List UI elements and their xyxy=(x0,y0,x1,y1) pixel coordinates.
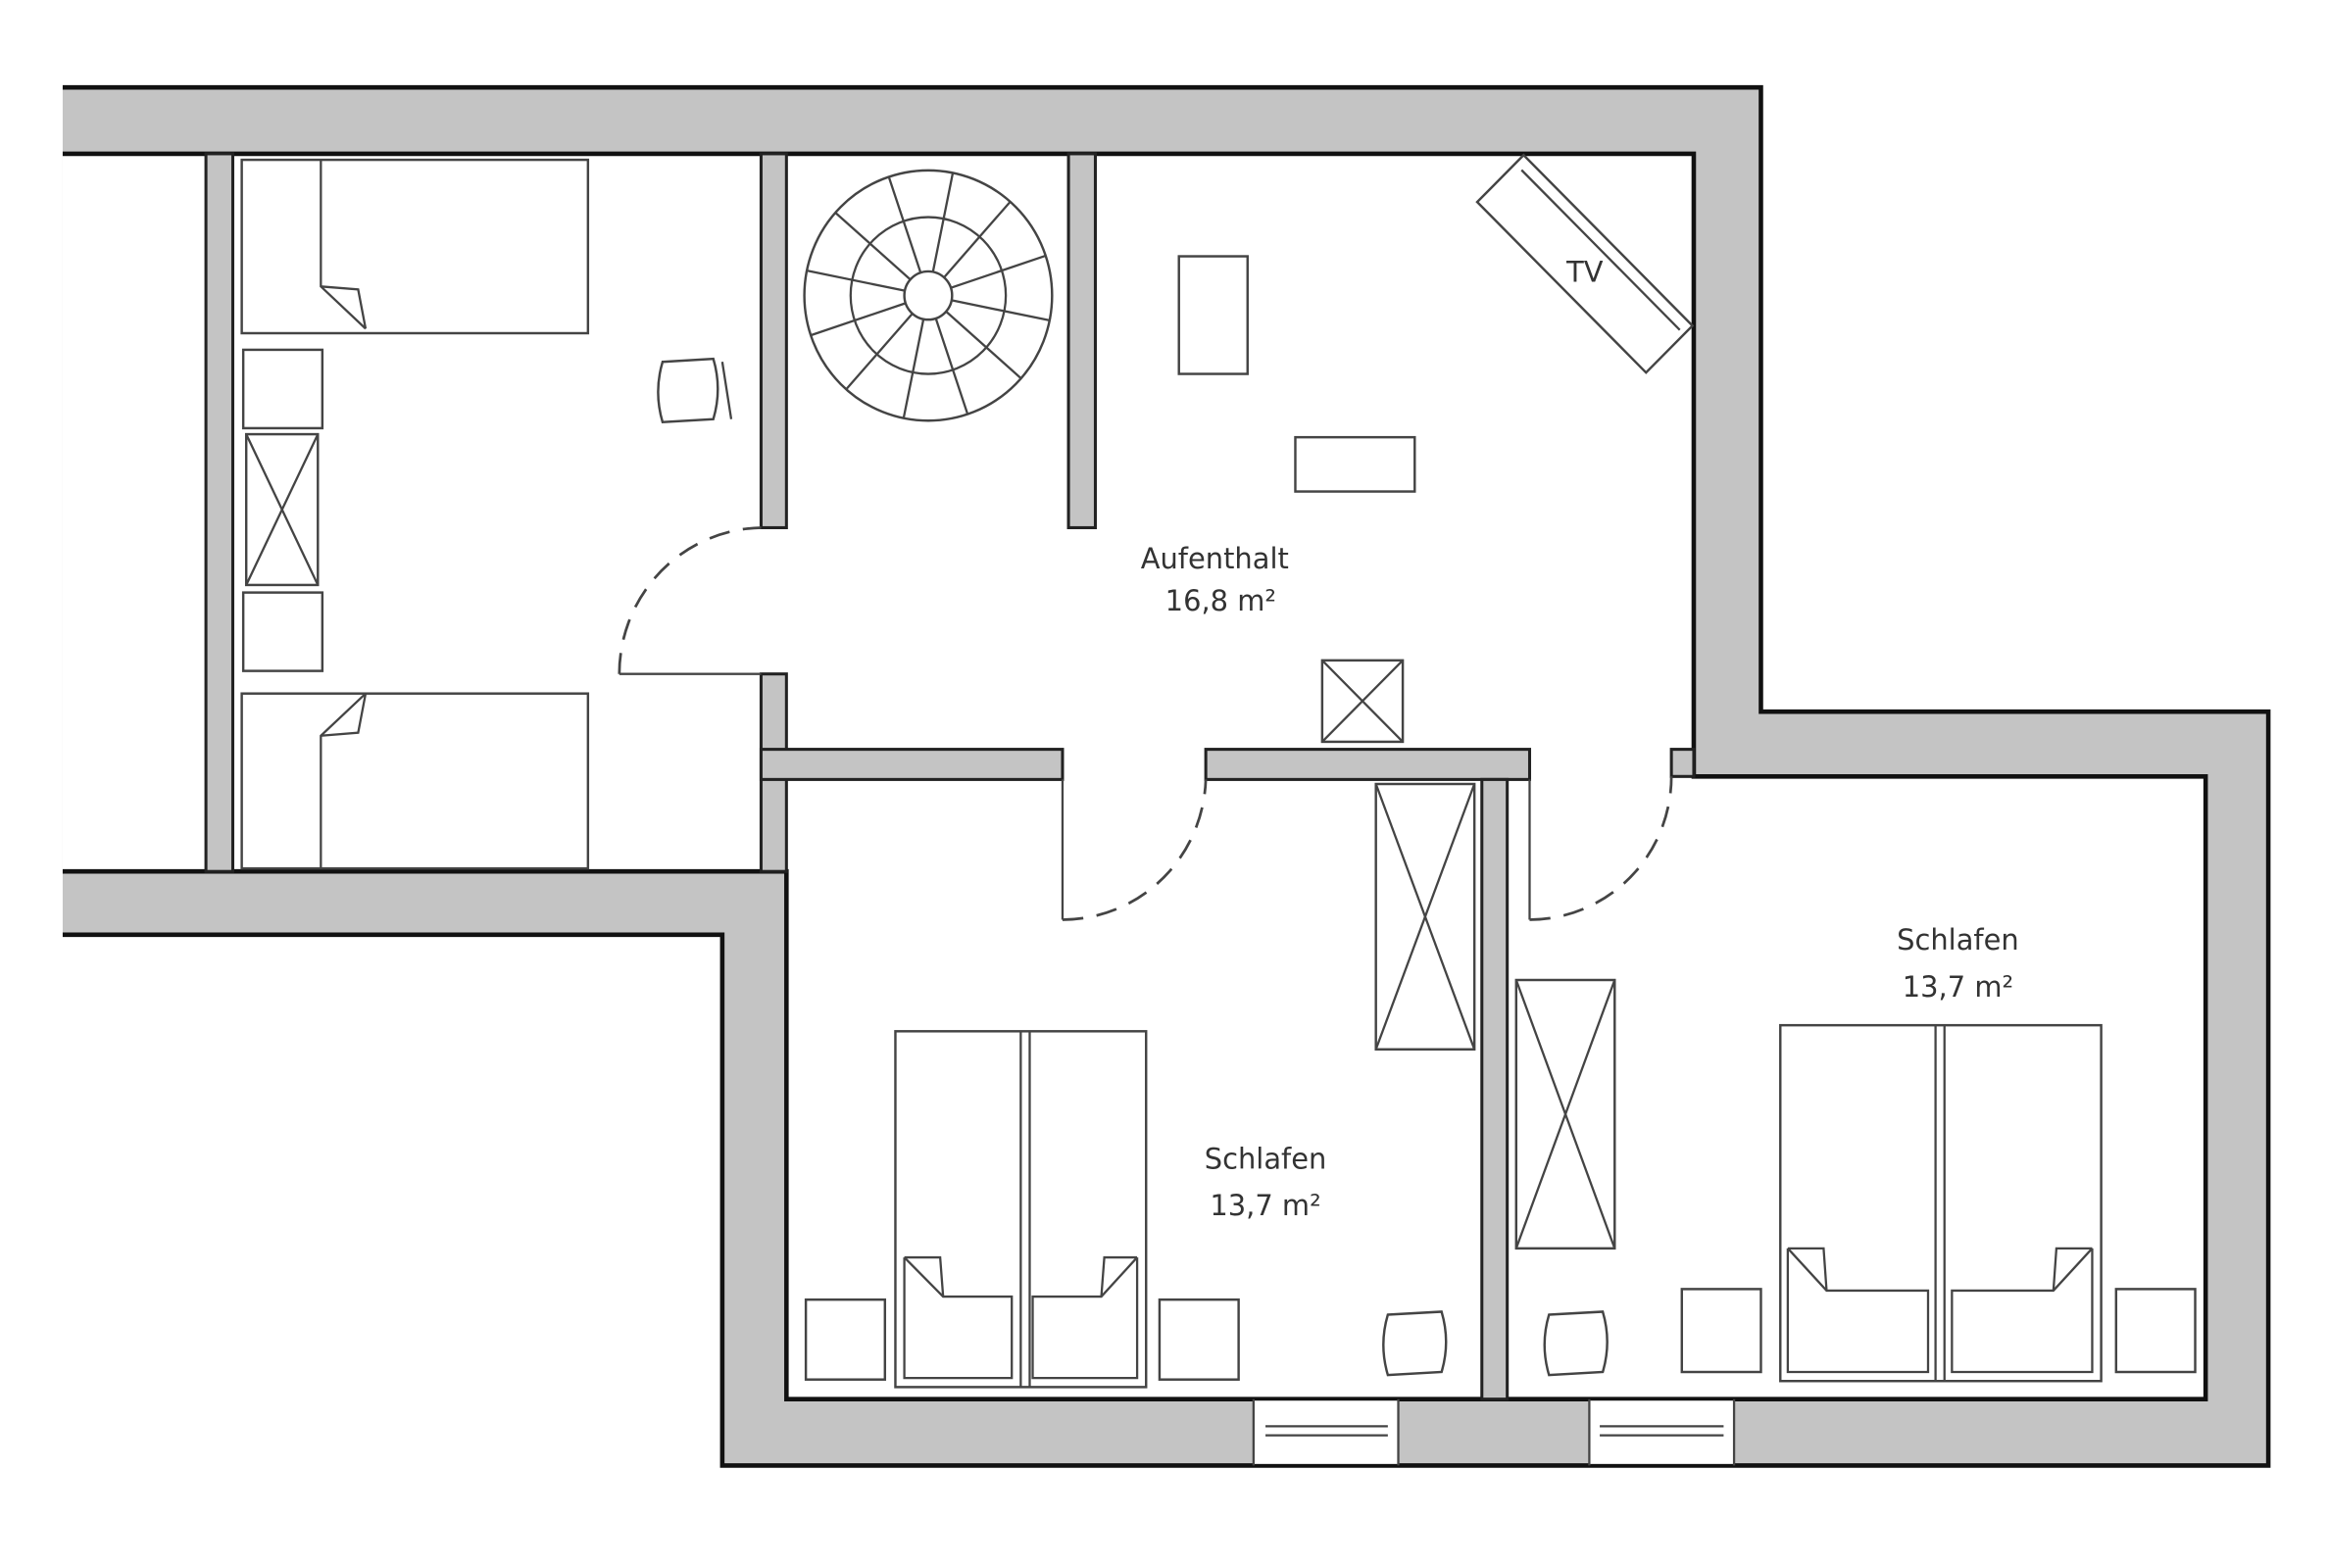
chair xyxy=(657,357,719,424)
window xyxy=(1253,1400,1399,1464)
bed xyxy=(240,158,590,335)
tv-cabinet: TV xyxy=(1475,153,1695,374)
room-label-aufenthalt: Aufenthalt 16,8 m² xyxy=(1141,542,1289,617)
stair-step xyxy=(834,212,912,281)
left-room-furniture xyxy=(240,158,733,870)
windows xyxy=(1252,1398,1736,1466)
stair-step xyxy=(943,201,1012,278)
stair-step xyxy=(810,302,907,337)
coffee-table xyxy=(1294,435,1416,493)
window xyxy=(1589,1400,1735,1464)
stair-step xyxy=(806,270,906,292)
nightstand xyxy=(1158,1298,1240,1381)
stair-step xyxy=(887,176,922,273)
room-name: Schlafen xyxy=(1205,1142,1327,1175)
nightstand xyxy=(1680,1288,1762,1374)
stair-step xyxy=(902,318,925,418)
spiral-staircase xyxy=(803,169,1054,422)
table xyxy=(1177,255,1249,375)
room-name: Aufenthalt xyxy=(1141,542,1289,575)
tv-label: TV xyxy=(1565,256,1604,289)
nightstand xyxy=(2114,1288,2197,1374)
stair-step xyxy=(951,299,1051,322)
stair-step xyxy=(934,318,969,415)
room-name: Schlafen xyxy=(1897,923,2019,956)
double-bed xyxy=(1779,1023,2103,1383)
room-label-schlafen-1: Schlafen 13,7 m² xyxy=(1205,1142,1327,1222)
chair xyxy=(1382,1310,1448,1377)
room-label-schlafen-2: Schlafen 13,7 m² xyxy=(1897,923,2019,1004)
stair-step xyxy=(945,310,1022,379)
doors xyxy=(618,526,1673,921)
room-area: 13,7 m² xyxy=(1903,970,2013,1004)
bedroom-2-furniture xyxy=(1514,978,2197,1383)
room-area: 16,8 m² xyxy=(1165,584,1276,617)
bed xyxy=(240,692,590,870)
exterior-walls xyxy=(62,84,2271,1468)
nightstand xyxy=(241,591,324,672)
stair-step xyxy=(845,313,914,390)
stair-step xyxy=(950,254,1047,289)
stair-step xyxy=(931,172,955,272)
interior-walls xyxy=(204,152,1696,1401)
room-area: 13,7 m² xyxy=(1210,1189,1320,1222)
chair xyxy=(1543,1310,1609,1377)
bedroom-1-furniture xyxy=(804,782,1476,1389)
nightstand xyxy=(804,1298,887,1381)
living-room-furniture: TV xyxy=(1177,153,1695,744)
nightstand xyxy=(241,348,324,430)
